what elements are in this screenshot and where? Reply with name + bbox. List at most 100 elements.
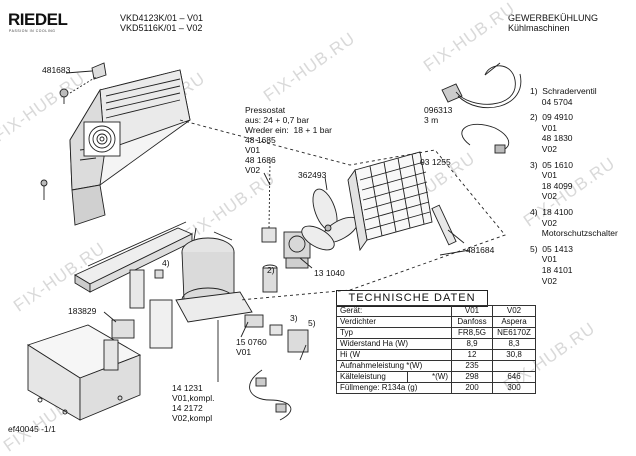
legend-line: 1) Schraderventil — [530, 86, 597, 96]
compressor — [175, 227, 253, 323]
legend-line: V02 — [530, 217, 557, 228]
filter-drier — [431, 204, 471, 256]
sensor-cable — [461, 123, 510, 154]
relay-2 — [262, 264, 278, 293]
wire-harness — [249, 369, 292, 421]
table-cell: Kälteleistung — [336, 371, 408, 383]
part-label-362493: 362493 — [298, 170, 327, 180]
legend-line: 5) 05 1413 — [530, 243, 574, 254]
part-label-183829: 183829 — [68, 306, 97, 316]
document-id: ef40045 -1/1 — [8, 424, 56, 434]
table-cell: 8,9 — [451, 338, 493, 350]
pressostat-line: Pressostat — [245, 105, 286, 115]
part-label-142172: 14 2172 — [172, 403, 203, 413]
table-cell: 8,3 — [492, 338, 536, 350]
table-cell: 235 — [451, 360, 493, 372]
table-row: Hi (W 12 30,8 — [336, 349, 536, 361]
table-cell: 646 — [492, 371, 536, 383]
table-cell: Hi (W — [336, 349, 452, 361]
part-label-150760: 15 0760 — [236, 337, 267, 347]
category-title: GEWERBEKÜHLUNG — [508, 13, 599, 23]
table-cell: 300 — [492, 382, 536, 394]
table-row: Widerstand Ha (W) 8,9 8,3 — [336, 338, 536, 350]
table-row: Füllmenge: R134a (g) 200 300 — [336, 382, 536, 394]
fan-blade — [301, 188, 359, 251]
part-label-v01: V01 — [236, 347, 252, 357]
legend-line: 2) 09 4910 — [530, 112, 574, 123]
part-label-141231: 14 1231 — [172, 383, 203, 393]
part-label-481684: 481684 — [466, 245, 495, 255]
table-cell: Verdichter — [336, 316, 452, 328]
legend-line: 18 4101 — [530, 264, 573, 275]
legend-line: 3) 05 1610 — [530, 159, 574, 170]
part-label-3m: 3 m — [424, 115, 439, 125]
table-cell: NE6170Z — [492, 327, 536, 339]
pressostat-line: V01 — [245, 145, 261, 155]
pressostat-line: aus: 24 + 0,7 bar — [245, 115, 310, 125]
table-cell — [492, 360, 536, 372]
model-line-2: VKD5116K/01 – V02 — [120, 23, 203, 33]
bracket-481683 — [59, 62, 107, 104]
pressostat-line: 48 1686 — [245, 155, 276, 165]
pressostat — [261, 159, 277, 243]
control-housing — [69, 69, 191, 226]
table-row: Aufnahmeleistung *(W) 235 — [336, 360, 536, 372]
callout-2: 2) — [267, 265, 275, 275]
legend-line: V01 — [530, 254, 557, 265]
terminal-blocks — [103, 269, 173, 371]
pressostat-line: 48 1685 — [245, 135, 276, 145]
model-line-1: VKD4123K/01 – V01 — [120, 13, 204, 23]
parts-legend: 1) Schraderventil 04 5704 2) 09 4910 V01… — [530, 86, 618, 286]
part-label-031255: 03 1255 — [420, 157, 451, 167]
legend-line: Motorschutzschalter — [530, 228, 618, 239]
table-cell: 12 — [451, 349, 493, 361]
part-label-481683: 481683 — [42, 65, 71, 75]
table-cell: 30,8 — [492, 349, 536, 361]
table-cell: Aspera — [492, 316, 536, 328]
small-parts — [244, 314, 309, 361]
callout-4: 4) — [162, 258, 170, 268]
callout-5: 5) — [308, 318, 316, 328]
condenser — [347, 151, 433, 252]
table-row: Verdichter Danfoss Aspera — [336, 316, 536, 328]
legend-line: 4) 18 4100 — [530, 206, 574, 217]
table-row: Kälteleistung *(W) 298 646 — [336, 371, 536, 383]
screw-left — [40, 179, 48, 200]
table-cell: Gerät: — [336, 305, 452, 317]
table-cell: Typ — [336, 327, 452, 339]
table-cell: 200 — [451, 382, 493, 394]
table-header-row: Gerät: V01 V02 — [336, 305, 536, 317]
part-label-131040: 13 1040 — [314, 268, 345, 278]
table-cell: Widerstand Ha (W) — [336, 338, 452, 350]
legend-line: V02 — [530, 275, 557, 286]
part-label-v02-kompl: V02,kompl — [172, 413, 213, 423]
part-label-096313: 096313 — [424, 105, 453, 115]
table-cell: Danfoss — [451, 316, 493, 328]
table-cell: V02 — [492, 305, 536, 317]
mounting-frame — [26, 324, 142, 421]
legend-line: V02 — [530, 191, 557, 202]
legend-line: 48 1830 — [530, 133, 573, 144]
table-cell: V01 — [451, 305, 493, 317]
subcategory-title: Kühlmaschinen — [508, 23, 570, 33]
table-cell: *(W) — [407, 371, 452, 383]
callout-3: 3) — [290, 313, 298, 323]
brand-logo: RIEDEL — [8, 10, 68, 29]
table-cell: Aufnahmeleistung *(W) — [336, 360, 452, 372]
legend-line: V01 — [530, 170, 557, 181]
legend-line: 04 5704 — [530, 96, 573, 107]
table-cell: 298 — [451, 371, 493, 383]
legend-line: V01 — [530, 122, 557, 133]
pressostat-line: V02 — [245, 165, 261, 175]
part-label-v01-kompl: V01,kompl. — [172, 393, 215, 403]
brand-tagline: PASSION IN COOLING — [9, 29, 56, 33]
tech-data-table: Gerät: V01 V02 Verdichter Danfoss Aspera… — [336, 305, 536, 394]
pressostat-line: Wreder ein: 18 + 1 bar — [245, 125, 333, 135]
legend-line: 18 4099 — [530, 180, 573, 191]
table-cell: FR8,5G — [451, 327, 493, 339]
table-cell: Füllmenge: R134a (g) — [336, 382, 452, 394]
power-cord — [441, 62, 522, 109]
legend-line: V02 — [530, 143, 557, 154]
table-row: Typ FR8,5G NE6170Z — [336, 327, 536, 339]
